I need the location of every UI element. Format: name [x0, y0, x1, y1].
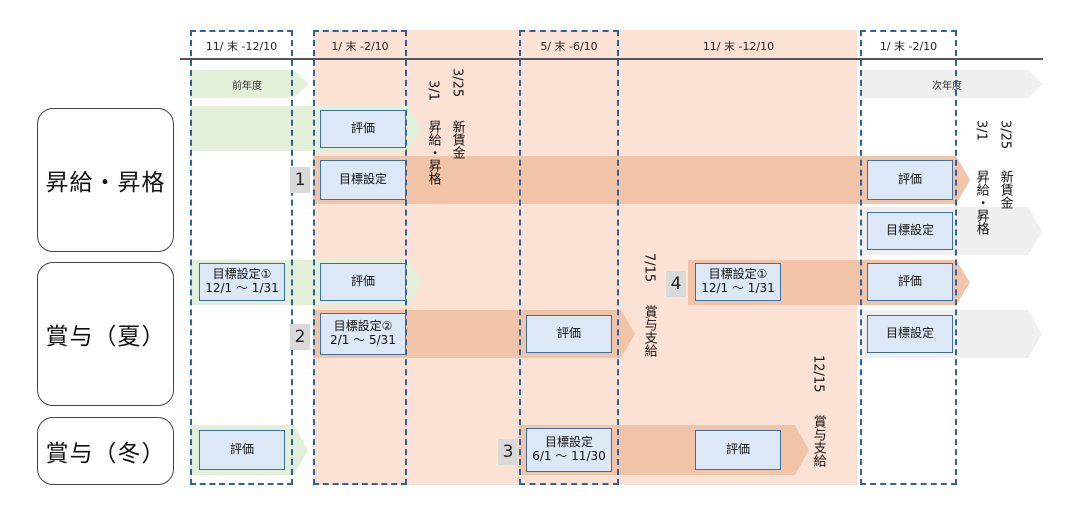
- period-frame: [190, 30, 293, 485]
- box-label: 目標設定: [885, 326, 934, 341]
- summer-goal2-box: 目標設定② 2/1 ～ 5/31: [320, 313, 406, 355]
- next-year-label: 次年度: [932, 80, 962, 92]
- prev-year-arrow: [190, 70, 308, 98]
- event-new-wage-next: 新賃金: [997, 170, 1013, 209]
- band-mar-dec: [420, 30, 857, 485]
- summer-eval-box: 評価: [320, 263, 406, 301]
- box-range: 12/1 ～ 1/31: [701, 281, 775, 295]
- box-range: 12/1 ～ 1/31: [205, 281, 279, 295]
- box-label: 目標設定②: [333, 319, 393, 334]
- header-axis-line: [180, 58, 1043, 60]
- box-label: 評価: [897, 274, 922, 289]
- shokyu-next-goal-box: 目標設定: [867, 212, 953, 250]
- box-label: 評価: [350, 121, 375, 136]
- event-date-0301-next: 3/1: [973, 120, 989, 141]
- box-label: 目標設定: [338, 172, 387, 187]
- winter-eval-box: 評価: [199, 430, 285, 470]
- box-label: 評価: [725, 442, 750, 457]
- box-label: 評価: [897, 172, 922, 187]
- summer-mid-eval-box: 評価: [526, 315, 612, 353]
- box-label: 目標設定: [885, 223, 934, 238]
- event-date-0325: 3/25: [449, 68, 465, 98]
- period-label: 11/ 末 -12/10: [205, 40, 278, 53]
- band-jan-mar: [313, 30, 420, 485]
- step-badge-2: 2: [290, 324, 310, 350]
- period-label: 5/ 末 -6/10: [540, 40, 598, 53]
- shokyu-eval-box: 評価: [320, 110, 406, 148]
- box-label: 評価: [350, 274, 375, 289]
- step-badge-1: 1: [290, 167, 310, 193]
- event-date-0301: 3/1: [425, 80, 441, 101]
- box-label: 評価: [556, 326, 581, 341]
- summer-next-eval-box: 評価: [867, 263, 953, 301]
- box-label: 評価: [229, 442, 254, 457]
- step-badge-4: 4: [666, 271, 686, 297]
- period-label: 1/ 末 -2/10: [879, 40, 938, 53]
- summer-goal1-box: 目標設定① 12/1 ～ 1/31: [199, 263, 285, 301]
- box-label: 目標設定①: [708, 267, 768, 282]
- period-frame: [519, 30, 619, 485]
- row-label-bonus-summer: 賞与（夏）: [37, 262, 174, 406]
- period-frame: [313, 30, 407, 485]
- row-label-shokyu: 昇給・昇格: [37, 108, 174, 252]
- event-promotion: 昇給・昇格: [425, 120, 441, 185]
- step-badge-3: 3: [498, 439, 518, 465]
- summer-next-goal1-box: 目標設定① 12/1 ～ 1/31: [695, 263, 781, 301]
- event-date-1215: 12/15: [810, 355, 826, 393]
- winter-goal-box: 目標設定 6/1 ～ 11/30: [526, 428, 612, 472]
- box-label: 目標設定①: [212, 267, 272, 282]
- period-label: 11/ 末 -12/10: [702, 40, 775, 53]
- event-winter-bonus-pay: 賞与支給: [810, 415, 826, 467]
- row-label-bonus-winter: 賞与（冬）: [37, 417, 174, 485]
- prev-year-label: 前年度: [232, 80, 262, 92]
- event-new-wage: 新賃金: [449, 120, 465, 159]
- box-label: 目標設定: [544, 435, 593, 450]
- shokyu-goal-box: 目標設定: [320, 160, 406, 200]
- winter-eval2-box: 評価: [695, 430, 781, 470]
- period-frame: [860, 30, 957, 485]
- event-summer-bonus-pay: 賞与支給: [641, 305, 657, 357]
- box-range: 6/1 ～ 11/30: [532, 449, 606, 463]
- event-date-0325-next: 3/25: [997, 120, 1013, 150]
- box-range: 2/1 ～ 5/31: [330, 333, 396, 347]
- next-year-arrow: [860, 70, 1042, 98]
- shokyu-next-eval-box: 評価: [867, 160, 953, 200]
- summer-next-goal-box: 目標設定: [867, 315, 953, 353]
- event-date-0715: 7/15: [641, 253, 657, 283]
- period-label: 1/ 末 -2/10: [331, 40, 389, 53]
- event-promotion-next: 昇給・昇格: [973, 170, 989, 235]
